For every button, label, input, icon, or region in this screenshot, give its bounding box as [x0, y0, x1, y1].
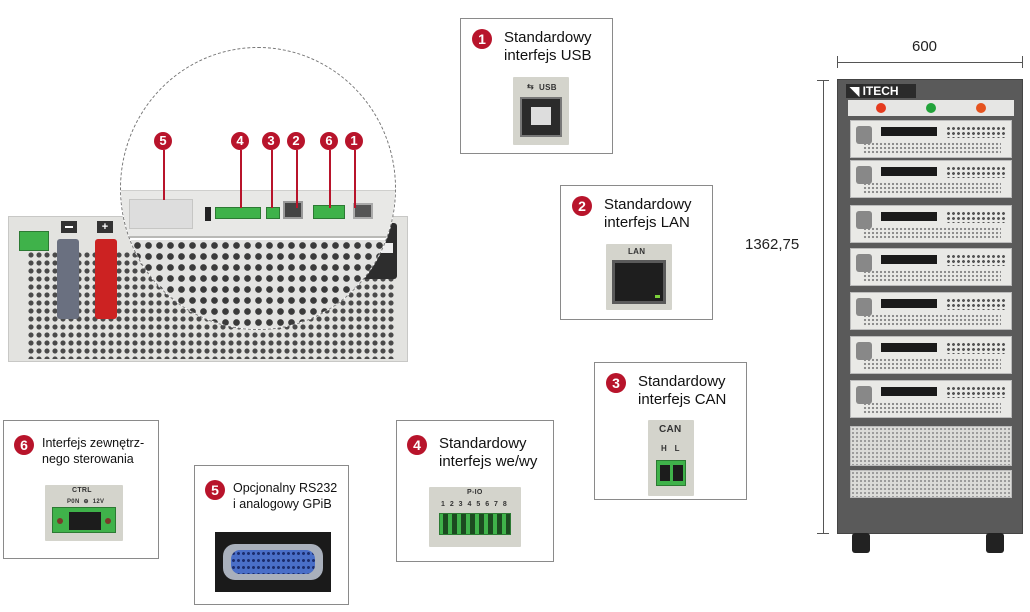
badge-1: 1 — [472, 29, 492, 49]
indicator-red — [876, 103, 886, 113]
badge-2: 2 — [572, 196, 592, 216]
brand-logo: ◥ ITECH — [846, 84, 916, 98]
callout-pio: 4 Standardowy interfejs we/wy P-IO 1 2 3… — [396, 420, 554, 562]
pio-port-photo: P-IO 1 2 3 4 5 6 7 8 — [429, 487, 521, 547]
marker-6: 6 — [320, 132, 338, 150]
indicator-orange — [976, 103, 986, 113]
ground-post — [205, 207, 211, 221]
caster-wheel — [852, 533, 870, 553]
power-unit — [850, 120, 1012, 158]
marker-3: 3 — [262, 132, 280, 150]
vent-panel — [850, 426, 1012, 466]
port-label: LAN — [628, 247, 646, 256]
marker-5-leader — [163, 150, 165, 200]
pin-labels: P0N ⊕ 12V — [67, 499, 105, 505]
dim-tick — [817, 533, 829, 534]
can-port-photo: CAN H L — [648, 420, 694, 496]
marker-5: 5 — [154, 132, 172, 150]
positive-busbar — [95, 239, 117, 319]
itech-rack-cabinet: ◥ ITECH — [837, 79, 1023, 534]
height-dimension-label: 1362,75 — [745, 236, 800, 253]
usb-port — [353, 203, 373, 219]
callout-title: Standardowy interfejs CAN — [638, 373, 727, 408]
pin-labels: 1 2 3 4 5 6 7 8 — [441, 501, 509, 508]
badge-4: 4 — [407, 435, 427, 455]
power-unit — [850, 205, 1012, 243]
callout-lan: 2 Standardowy interfejs LAN LAN — [560, 185, 713, 320]
zoom-circle-detail — [120, 47, 396, 330]
pio-8pin-terminal — [439, 513, 511, 535]
dim-tick — [817, 80, 829, 81]
callout-ctrl: 6 Interfejs zewnętrz- nego sterowania CT… — [3, 420, 159, 559]
callout-can: 3 Standardowy interfejs CAN CAN H L — [594, 362, 747, 500]
port-label: P-IO — [467, 489, 483, 496]
port-label: CTRL — [72, 487, 92, 494]
callout-title: Standardowy interfejs LAN — [604, 196, 692, 231]
minus-label — [61, 221, 77, 233]
marker-6-leader — [329, 150, 331, 208]
rj45-socket — [612, 260, 666, 304]
usb-icon: ⇆ — [527, 82, 535, 91]
can-2pin-terminal — [656, 460, 686, 486]
marker-3-leader — [271, 150, 273, 208]
lan-port — [283, 201, 303, 219]
port-label: USB — [539, 83, 557, 92]
lan-port-photo: LAN — [606, 244, 672, 310]
width-dimension-line — [837, 62, 1023, 63]
power-unit — [850, 292, 1012, 330]
gpib-connector-shell — [223, 544, 323, 580]
interface-strip — [121, 190, 395, 238]
port-label: CAN — [659, 424, 682, 435]
gpib-port-photo — [215, 532, 331, 592]
marker-1: 1 — [345, 132, 363, 150]
callout-title: Standardowy interfejs USB — [504, 29, 592, 64]
gpib-pins — [231, 550, 315, 574]
width-dimension-label: 600 — [912, 38, 938, 55]
ctrl-3pin-terminal — [52, 507, 116, 533]
power-unit — [850, 160, 1012, 198]
brand-name: ITECH — [862, 84, 899, 98]
option-slot-cover — [129, 199, 193, 229]
marker-4: 4 — [231, 132, 249, 150]
callout-title: Opcjonalny RS232 i analogowy GPiB — [233, 481, 338, 511]
negative-busbar — [57, 239, 79, 319]
logo-icon: ◥ — [850, 84, 863, 98]
callout-title: Standardowy interfejs we/wy — [439, 435, 538, 470]
usb-b-socket — [520, 97, 562, 137]
power-unit — [850, 336, 1012, 374]
callout-usb: 1 Standardowy interfejs USB ⇆ USB — [460, 18, 613, 154]
badge-3: 3 — [606, 373, 626, 393]
power-unit — [850, 248, 1012, 286]
terminal-connector — [19, 231, 49, 251]
pin-labels: H L — [661, 444, 680, 453]
ctrl-port-photo: CTRL P0N ⊕ 12V — [45, 485, 123, 541]
plus-label: + — [97, 221, 113, 233]
indicator-green — [926, 103, 936, 113]
dim-tick — [837, 56, 838, 68]
callout-gpib: 5 Opcjonalny RS232 i analogowy GPiB — [194, 465, 349, 605]
badge-5: 5 — [205, 480, 225, 500]
can-terminal — [266, 207, 280, 219]
pio-terminal — [215, 207, 261, 219]
marker-2-leader — [296, 150, 298, 208]
dim-tick — [1022, 56, 1023, 68]
marker-4-leader — [240, 150, 242, 208]
caster-wheel — [986, 533, 1004, 553]
indicator-strip — [848, 100, 1014, 116]
marker-2: 2 — [287, 132, 305, 150]
marker-1-leader — [354, 150, 356, 208]
vent-holes-zoomed — [121, 240, 395, 329]
vent-panel — [850, 470, 1012, 498]
power-unit — [850, 380, 1012, 418]
height-dimension-line — [823, 80, 824, 533]
badge-6: 6 — [14, 435, 34, 455]
callout-title: Interfejs zewnętrz- nego sterowania — [42, 436, 145, 466]
usb-port-photo: ⇆ USB — [513, 77, 569, 145]
